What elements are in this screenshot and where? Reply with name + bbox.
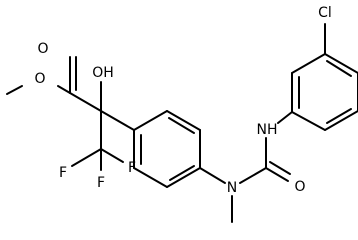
ring1-inner-2 bbox=[169, 165, 195, 181]
ring2-inner-1 bbox=[326, 108, 352, 124]
atom-f-down: F bbox=[97, 175, 105, 191]
bond-carbonyl-c-quat-c bbox=[69, 92, 102, 112]
atom-o-urea: O bbox=[294, 179, 305, 195]
ring2-bond-e bbox=[291, 53, 326, 74]
atom-oh: OH bbox=[92, 65, 114, 81]
bond-cf3-f-left bbox=[71, 148, 102, 167]
ring1-inner-3 bbox=[168, 117, 195, 134]
ring2-bond-b bbox=[324, 110, 358, 131]
bond-cf3-f-right bbox=[100, 148, 124, 163]
atom-f-right: F bbox=[128, 160, 136, 176]
atom-f-left: F bbox=[59, 165, 67, 181]
bond-n-carbonyl-c bbox=[239, 167, 267, 184]
ring2-bond-a bbox=[291, 111, 326, 131]
bond-layer bbox=[6, 23, 358, 223]
atom-cl: Cl bbox=[318, 5, 332, 21]
bond-o-carbonyl-c bbox=[57, 85, 71, 94]
bond-quat-c-ring bbox=[100, 110, 135, 131]
bond-urea-c-o-1 bbox=[265, 167, 289, 182]
bond-methyl-o bbox=[6, 85, 23, 95]
ring2-inner-2 bbox=[326, 60, 352, 77]
bond-ring-n bbox=[199, 167, 226, 184]
ring1-bond-e bbox=[166, 110, 201, 131]
atom-o-methoxy: O bbox=[34, 71, 45, 87]
molecule-drawing: O O OH F F F N O NH Cl bbox=[6, 5, 358, 223]
bond-urea-c-o-2 bbox=[269, 161, 291, 175]
ring1-bond-c bbox=[166, 167, 201, 188]
atom-label-layer: O O OH F F F N O NH Cl bbox=[34, 5, 331, 196]
ring1-bond-f bbox=[133, 110, 168, 131]
atom-nh: NH bbox=[257, 122, 278, 138]
atom-o-ester-carbonyl: O bbox=[37, 41, 48, 57]
ring2-bond-d bbox=[324, 53, 358, 74]
ring1-bond-b bbox=[133, 167, 168, 188]
atom-n-methyl: N bbox=[227, 180, 237, 196]
bond-nh-ring2 bbox=[277, 111, 293, 124]
structure-canvas: O O OH F F F N O NH Cl bbox=[6, 5, 358, 223]
